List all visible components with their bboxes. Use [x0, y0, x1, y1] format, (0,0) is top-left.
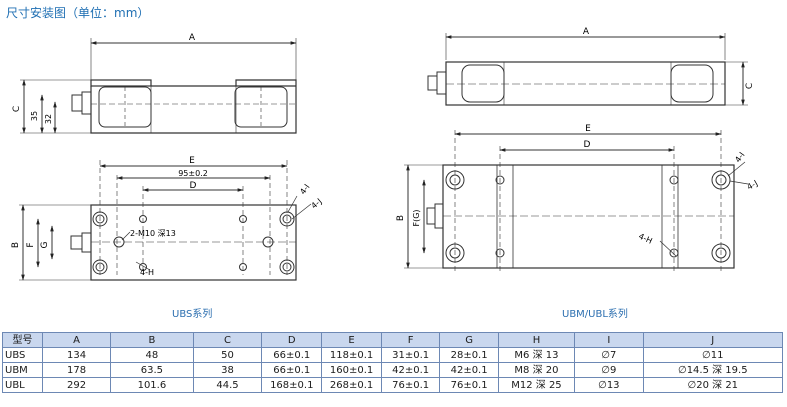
- table-cell: UBS: [1, 347, 44, 363]
- table-cell: M6 深 13: [497, 347, 576, 363]
- diameter-icon: ∅: [598, 379, 607, 391]
- table-cell: M8 深 20: [497, 362, 576, 378]
- table-cell: ∅11: [642, 347, 784, 363]
- diameter-icon: ∅: [601, 364, 610, 376]
- dim-f-label: F: [26, 242, 36, 247]
- table-cell: 63.5: [110, 362, 194, 378]
- table-cell: 101.6: [110, 377, 194, 393]
- table-cell: ∅20 深 21: [642, 377, 784, 393]
- dim-a-label: A: [189, 33, 196, 43]
- r-dim-fg-label: F(G): [412, 209, 421, 226]
- table-cell: ∅14.5 深 19.5: [642, 362, 784, 378]
- dim-35-label: 35: [30, 111, 39, 121]
- col-header: F: [380, 332, 441, 348]
- dim-c-label: C: [12, 106, 22, 112]
- table-cell: 134: [42, 347, 112, 363]
- dim-4j-label: 4-J: [310, 197, 324, 211]
- diameter-icon: ∅: [601, 349, 610, 361]
- page-title: 尺寸安装图（单位：mm）: [6, 6, 150, 20]
- table-row: UBS 134 48 50 66±0.1 118±0.1 31±0.1 28±0…: [1, 347, 784, 363]
- table-cell: UBM: [1, 362, 44, 378]
- dim-b-label: B: [11, 242, 21, 248]
- table-cell: 118±0.1: [321, 347, 382, 363]
- dim-g-label: G: [40, 241, 50, 248]
- r-dim-4h-label: 4-H: [637, 232, 653, 246]
- dim-4i-label: 4-I: [298, 183, 311, 197]
- r-dim-e-label: E: [585, 124, 591, 134]
- table-cell: M12 深 25: [497, 377, 576, 393]
- dim-32-label: 32: [44, 114, 53, 124]
- ubm-ubl-series-label: UBM/UBL系列: [562, 309, 628, 320]
- r-dim-c-label: C: [745, 83, 755, 89]
- ubs-side-view: [20, 38, 297, 134]
- diameter-icon: ∅: [677, 364, 687, 376]
- col-header: G: [439, 332, 499, 348]
- table-cell: 268±0.1: [321, 377, 382, 393]
- table-cell: UBL: [1, 377, 44, 393]
- ubs-top-view: [19, 160, 312, 281]
- col-header: E: [321, 332, 382, 348]
- table-cell: 160±0.1: [321, 362, 382, 378]
- diameter-icon: ∅: [687, 379, 697, 391]
- table-cell: 66±0.1: [261, 362, 323, 378]
- table-cell: 38: [192, 362, 263, 378]
- table-header-row: 型号 A B C D E F G H I J: [1, 332, 784, 348]
- col-header: I: [574, 332, 644, 348]
- table-cell: 42±0.1: [439, 362, 499, 378]
- ubm-top-view: [404, 130, 749, 272]
- dim-d-label: D: [190, 181, 197, 191]
- table-row: UBM 178 63.5 38 66±0.1 160±0.1 42±0.1 42…: [1, 362, 784, 378]
- table-cell: 44.5: [192, 377, 263, 393]
- col-header: J: [642, 332, 784, 348]
- table-cell: 76±0.1: [380, 377, 441, 393]
- dimension-drawings: A C 35 32: [11, 27, 760, 281]
- dim-thread-label: 2-M10 深13: [130, 229, 176, 238]
- table-row: UBL 292 101.6 44.5 168±0.1 268±0.1 76±0.…: [1, 377, 784, 393]
- spec-table: 型号 A B C D E F G H I J UBS 134 48 50 66±…: [1, 332, 784, 393]
- ubm-side-view: [427, 33, 748, 106]
- table-cell: ∅7: [574, 347, 644, 363]
- ubs-series-label: UBS系列: [172, 309, 213, 320]
- r-dim-4j-label: 4-J: [746, 179, 760, 192]
- table-cell: 76±0.1: [439, 377, 499, 393]
- table-cell: ∅9: [574, 362, 644, 378]
- table-cell: ∅13: [574, 377, 644, 393]
- col-header: 型号: [1, 332, 44, 348]
- table-cell: 292: [42, 377, 112, 393]
- r-dim-a-label: A: [583, 27, 590, 37]
- r-dim-b-label: B: [396, 215, 406, 221]
- col-header: H: [497, 332, 576, 348]
- dim-e-tolerance: 95±0.2: [178, 169, 208, 178]
- table-cell: 31±0.1: [380, 347, 441, 363]
- table-cell: 178: [42, 362, 112, 378]
- table-cell: 48: [110, 347, 194, 363]
- dim-e-label: E: [189, 156, 195, 166]
- col-header: D: [261, 332, 323, 348]
- col-header: A: [42, 332, 112, 348]
- table-cell: 42±0.1: [380, 362, 441, 378]
- table-cell: 66±0.1: [261, 347, 323, 363]
- diameter-icon: ∅: [702, 349, 711, 361]
- col-header: B: [110, 332, 194, 348]
- table-cell: 28±0.1: [439, 347, 499, 363]
- r-dim-d-label: D: [584, 140, 591, 150]
- dim-4h-label: 4-H: [140, 268, 154, 277]
- table-cell: 168±0.1: [261, 377, 323, 393]
- table-cell: 50: [192, 347, 263, 363]
- col-header: C: [192, 332, 263, 348]
